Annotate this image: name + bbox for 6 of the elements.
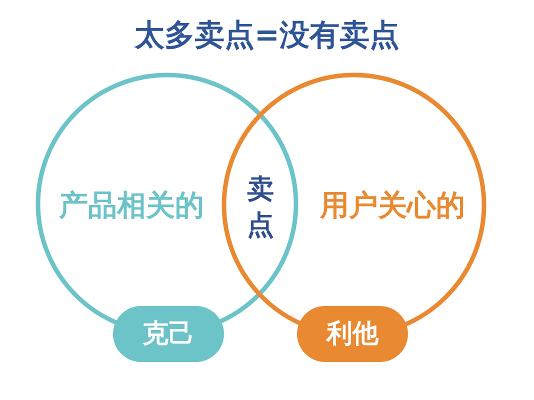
- circle-label: 用户关心的: [320, 187, 465, 223]
- overlap-label: 卖点: [247, 173, 275, 243]
- title: 太多卖点=没有卖点: [133, 17, 401, 55]
- pill-tag: 克己: [113, 306, 224, 362]
- circle-label: 产品相关的: [59, 187, 204, 223]
- pill-tag: 利他: [297, 306, 408, 362]
